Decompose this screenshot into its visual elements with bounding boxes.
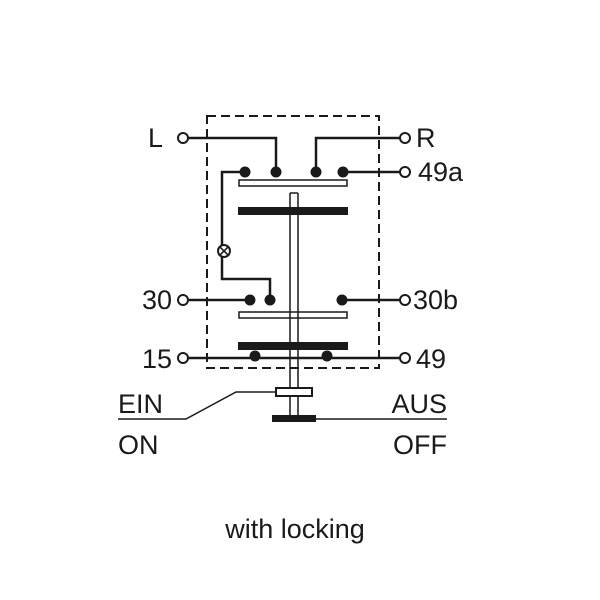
label-R: R: [416, 123, 436, 153]
contact-dot: [249, 350, 261, 362]
contact-dot: [336, 294, 348, 306]
indicator-lamp-icon: [217, 244, 231, 258]
contact-dot: [321, 350, 333, 362]
contact-dot: [239, 166, 251, 178]
label-L: L: [148, 123, 163, 153]
label-15: 15: [142, 344, 172, 374]
wire-R: [314, 136, 404, 172]
terminal-15[interactable]: [177, 352, 189, 364]
terminal-30[interactable]: [177, 294, 189, 306]
contact-dot: [264, 294, 276, 306]
ein-pointer: [118, 391, 276, 420]
locking-knob: [118, 387, 447, 422]
wire-lamp-loop: [220, 170, 272, 300]
middle-contact-carrier: [238, 311, 348, 319]
contact-dot: [244, 294, 256, 306]
middle-contact-group: [186, 294, 402, 319]
label-ein: EIN: [118, 389, 163, 419]
contact-dot: [270, 166, 282, 178]
terminal-49a[interactable]: [399, 166, 411, 178]
wire-L: [188, 136, 278, 172]
terminal-49[interactable]: [399, 352, 411, 364]
terminal-L[interactable]: [177, 132, 189, 144]
caption: with locking: [224, 514, 365, 544]
terminal-R[interactable]: [399, 132, 411, 144]
upper-contact-group: [188, 136, 404, 300]
label-off: OFF: [393, 430, 447, 460]
label-49: 49: [416, 344, 446, 374]
actuator-shaft: [289, 192, 299, 422]
contact-dot: [337, 166, 349, 178]
lower-bridge-bar: [238, 342, 348, 350]
terminal-30b[interactable]: [399, 294, 411, 306]
label-30: 30: [142, 285, 172, 315]
lower-contact-group: [188, 342, 400, 362]
upper-contact-carrier: [238, 179, 348, 187]
label-aus: AUS: [391, 389, 447, 419]
upper-bridge-bar: [238, 207, 348, 215]
switch-housing: [206, 115, 380, 369]
contact-dot: [310, 166, 322, 178]
label-49a: 49a: [418, 157, 464, 187]
label-on: ON: [118, 430, 159, 460]
label-30b: 30b: [413, 285, 458, 315]
